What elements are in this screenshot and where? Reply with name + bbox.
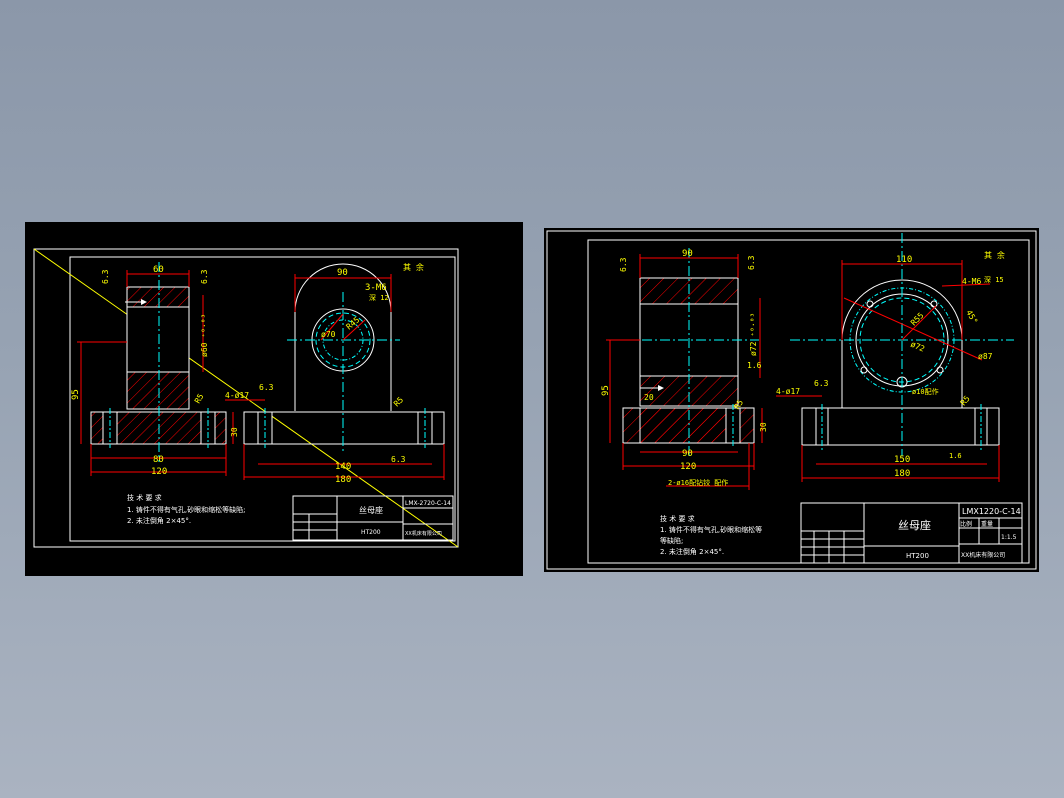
drawing-sheet-left: 60 95 ø60 ⁺⁰·⁰³ 30 80 120 6.3 6.3 R5: [25, 222, 523, 576]
outer-border: [33, 248, 459, 548]
dim-thread-depth: 深 15: [984, 275, 1004, 284]
rough-a: 6.3: [101, 269, 110, 284]
dim-base-140: 140: [335, 462, 351, 472]
dim-bore-fit: ø60 ⁺⁰·⁰³: [200, 314, 209, 357]
dim-height: 95: [71, 389, 81, 400]
dim-height: 95: [601, 385, 611, 396]
dim-gap: 20: [644, 393, 654, 402]
dim-base-inner: 90: [682, 449, 693, 459]
notes-line1: 1. 铸件不得有气孔,砂眼和缩松等缺陷;: [127, 505, 246, 514]
diagonal-line: [33, 248, 459, 548]
dim-pin-holes: 2-ø16配钻铰 配作: [668, 478, 728, 487]
dim-pcd: ø70: [321, 330, 336, 339]
dim-base-thick: 30: [759, 422, 768, 432]
title-drawing-no: LMX-2720-C-14: [405, 500, 451, 507]
notes-line2: 2. 未注倒角 2×45°.: [127, 516, 191, 525]
title-material: HT200: [906, 552, 929, 560]
title-block-left: [292, 495, 454, 541]
dim-radius: R55: [909, 311, 926, 328]
dim-top-width: 60: [153, 265, 164, 275]
dim-base-outer: 120: [680, 462, 696, 472]
fillet-b: R5: [392, 395, 405, 408]
drawing-sheet-right: 90 95 ø72 ⁺⁰·⁰³ 30 20 90 120 2-ø16配钻铰 配作…: [544, 228, 1039, 572]
dim-pcd-big: ø87: [978, 352, 993, 361]
dim-base-inner: 80: [153, 455, 164, 465]
front-section-view: [606, 248, 763, 490]
dim-base-150: 150: [894, 455, 910, 465]
notes-heading: 技 术 要 求: [127, 493, 162, 502]
dim-angle: 45°: [964, 309, 979, 326]
title-material: HT200: [361, 529, 381, 536]
title-scale: 1:1.5: [1001, 534, 1017, 541]
title-company: XX机床有限公司: [405, 530, 442, 537]
dim-base-180: 180: [894, 469, 910, 479]
notes-line2: 等缺陷;: [660, 536, 683, 545]
title-drawing-no: LMX1220-C-14: [962, 507, 1021, 516]
rough-c: 6.3: [814, 379, 829, 388]
dim-radius: R45: [345, 315, 362, 331]
dim-pcd: ø72: [909, 340, 926, 354]
dim-bore-fit: ø72 ⁺⁰·⁰³: [749, 313, 758, 356]
dim-hole: 4-ø17: [225, 391, 249, 400]
notes-heading: 技 术 要 求: [660, 514, 695, 523]
fillet-b: R5: [959, 394, 972, 407]
rough-d: 6.3: [391, 455, 406, 464]
notes-line3: 2. 未注倒角 2×45°.: [660, 547, 724, 556]
rough-d: 1.6: [747, 361, 762, 370]
surface-note: 其 余: [403, 262, 424, 272]
dim-bore-width: 90: [337, 268, 348, 278]
title-company: XX机床有限公司: [961, 551, 1005, 559]
dim-bore-width: 110: [896, 255, 912, 265]
rough-b: 6.3: [200, 269, 209, 284]
drawing-right-svg: 90 95 ø72 ⁺⁰·⁰³ 30 20 90 120 2-ø16配钻铰 配作…: [546, 230, 1037, 570]
rough-a: 6.3: [619, 257, 628, 272]
dim-base-thick: 30: [230, 427, 239, 437]
dim-base-180: 180: [335, 475, 351, 485]
surface-note: 其 余: [984, 250, 1005, 260]
dim-hole: 4-ø17: [776, 387, 800, 396]
rough-c: 6.3: [259, 383, 274, 392]
inner-border: [69, 256, 456, 542]
title-scale-label: 比例: [960, 520, 972, 528]
notes-line1: 1. 铸件不得有气孔,砂眼和缩松等: [660, 525, 762, 534]
dim-thread: 3-M6: [365, 283, 387, 293]
side-view: [225, 263, 445, 480]
title-part-name: 丝母座: [359, 505, 383, 515]
dim-top-width: 90: [682, 249, 693, 259]
dim-base-outer: 120: [151, 467, 167, 477]
title-part-name: 丝母座: [898, 518, 931, 532]
front-section-view: [77, 262, 234, 476]
side-view: [776, 233, 1014, 482]
title-block-right: [800, 502, 1023, 564]
dim-thread-depth: 深 12: [369, 293, 389, 302]
rough-b: 6.3: [747, 255, 756, 270]
dim-small-hole: ø10配作: [912, 387, 939, 396]
outer-border: [546, 230, 1037, 570]
title-weight-label: 重量: [981, 520, 993, 528]
drawing-left-svg: 60 95 ø60 ⁺⁰·⁰³ 30 80 120 6.3 6.3 R5: [33, 248, 459, 548]
dim-thread: 4-M6: [962, 277, 981, 286]
fillet-a: R5: [193, 392, 206, 405]
rough-e: 1.6: [949, 452, 962, 460]
